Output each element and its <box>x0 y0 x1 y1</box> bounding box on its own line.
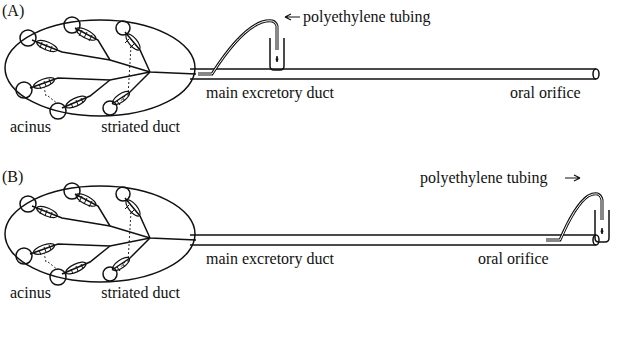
part-label: acinus <box>10 284 51 301</box>
part-label: polyethylene tubing <box>420 169 548 186</box>
panel-letter: (B) <box>2 168 23 185</box>
panel-letter: (A) <box>2 2 24 19</box>
part-label: polyethylene tubing <box>303 8 431 25</box>
part-label: striated duct <box>100 284 180 301</box>
part-label: striated duct <box>100 118 180 135</box>
part-label: main excretory duct <box>206 250 334 267</box>
part-label: acinus <box>10 118 51 135</box>
part-label: oral orifice <box>510 84 581 101</box>
part-label: oral orifice <box>478 250 549 267</box>
part-label: main excretory duct <box>206 84 334 101</box>
